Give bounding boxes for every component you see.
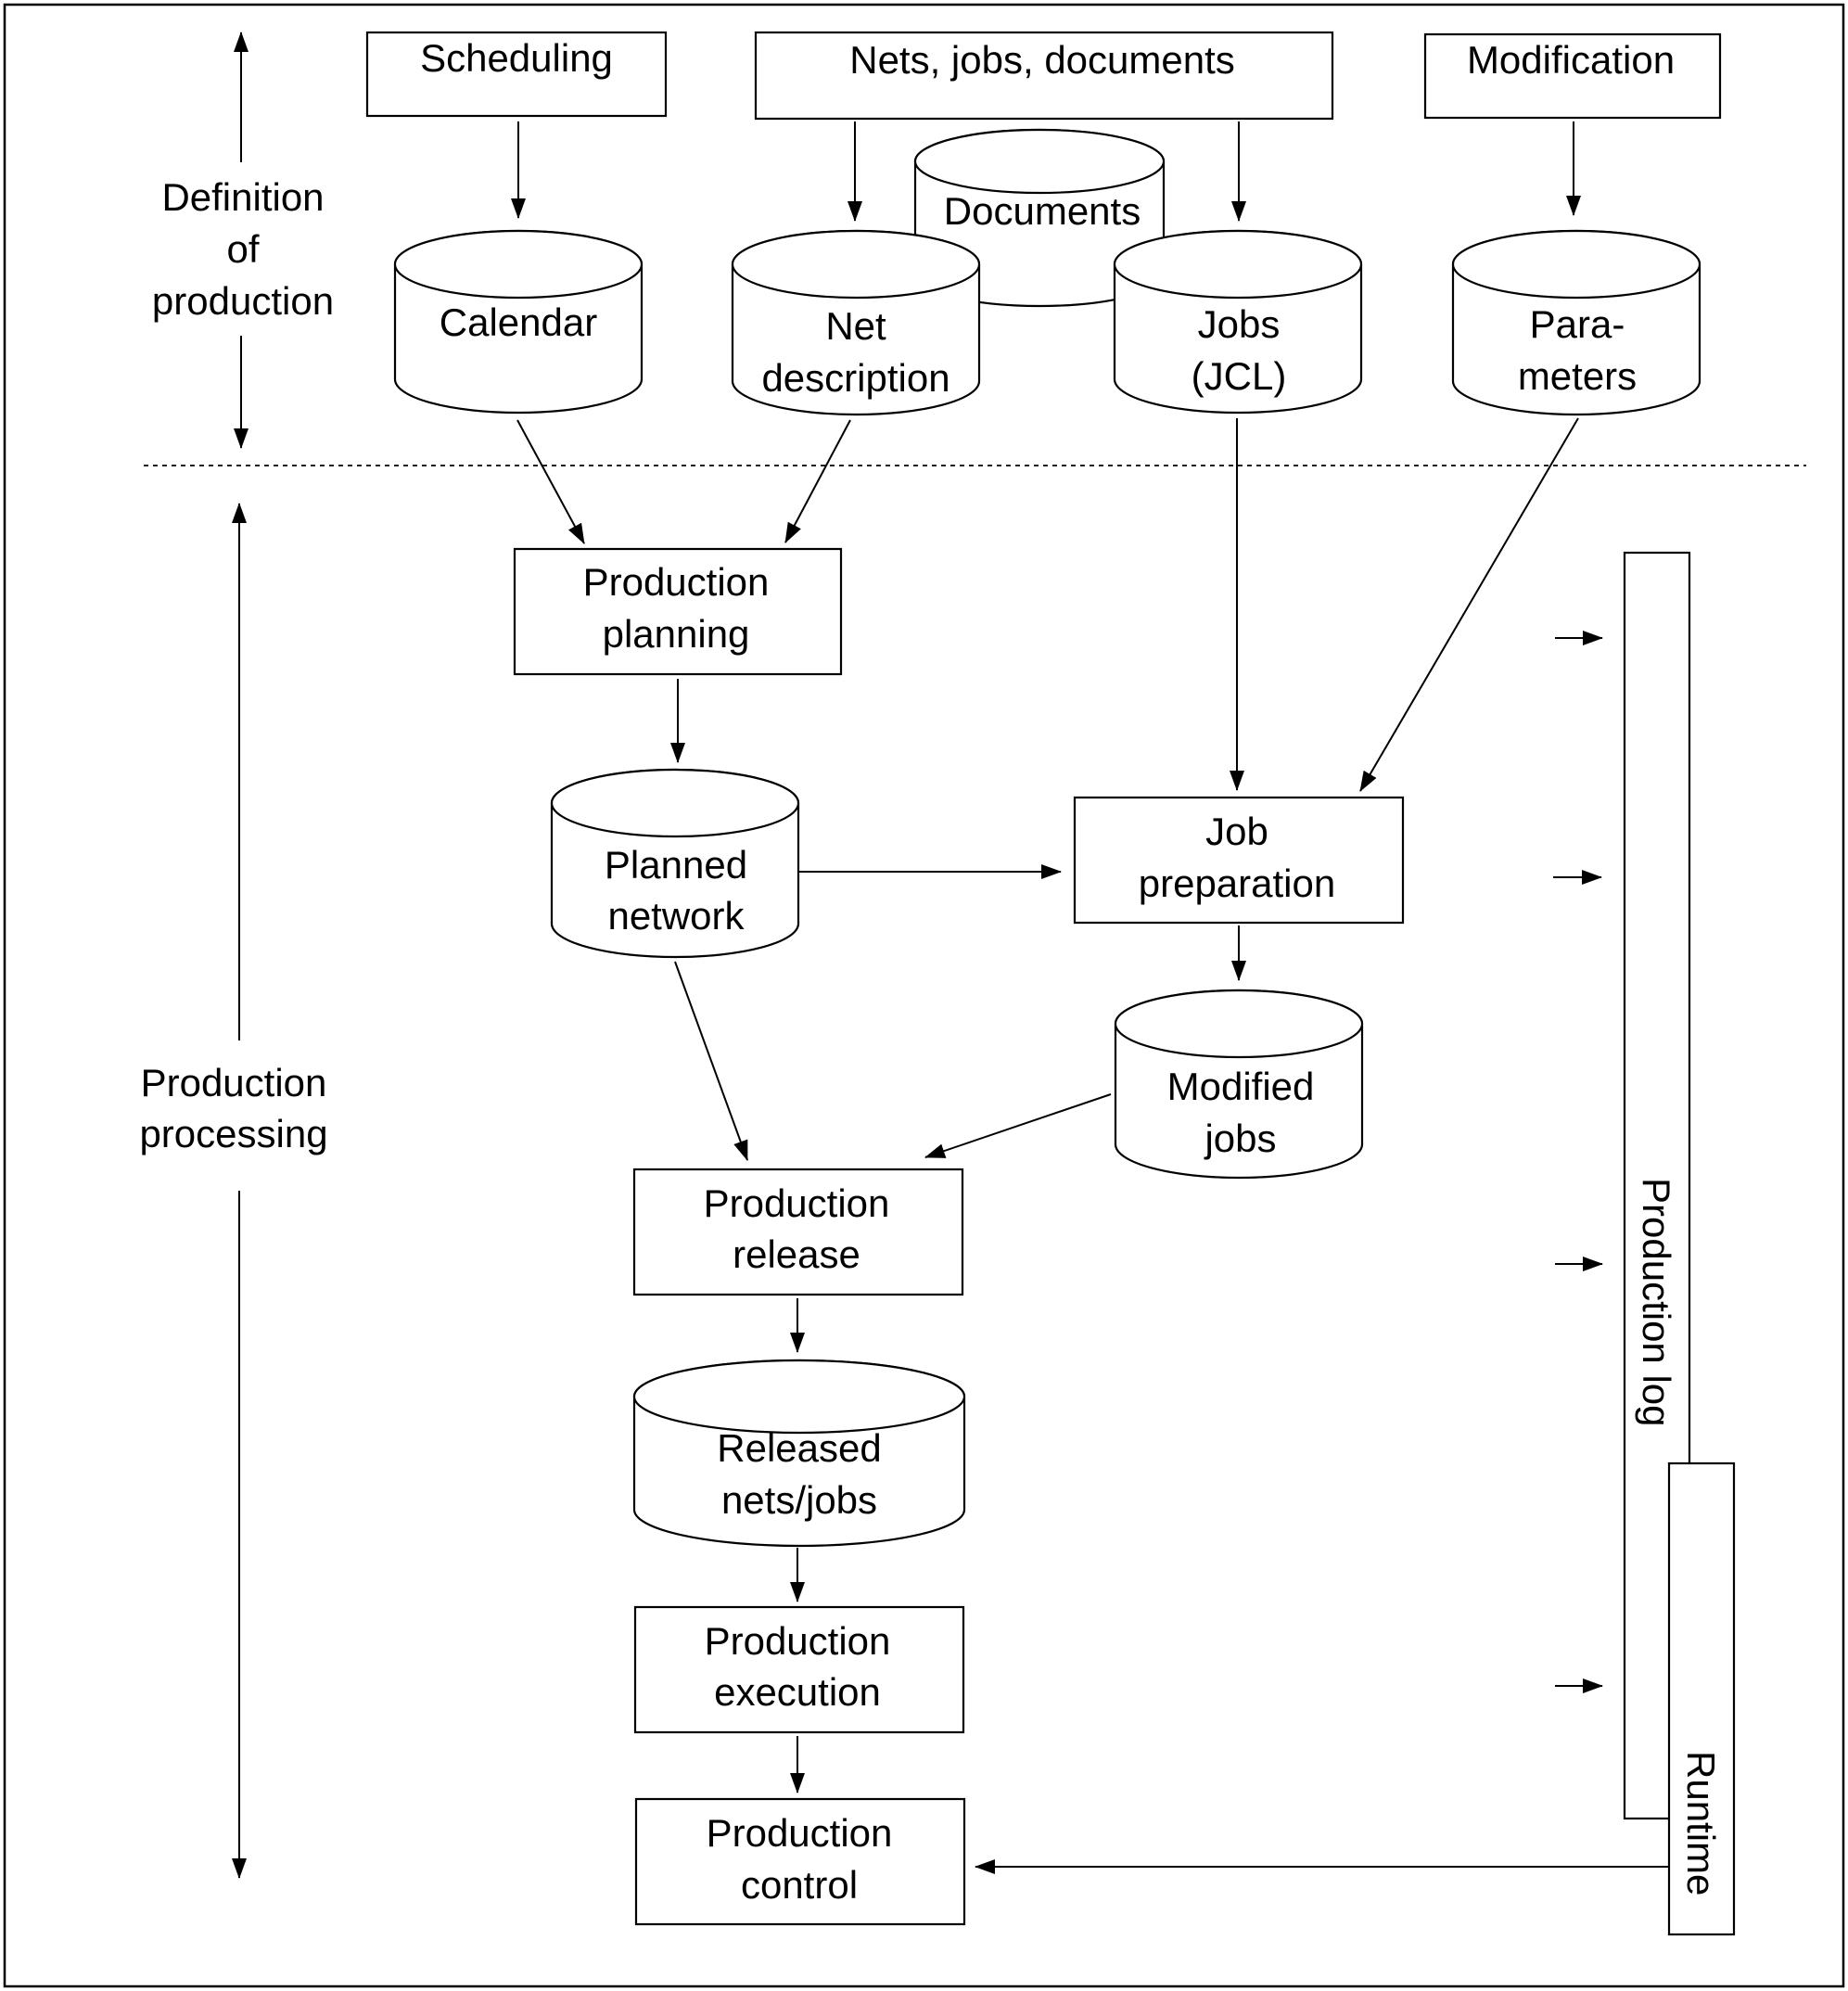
nets-jobs-documents-box: Nets, jobs, documents: [754, 31, 1334, 121]
definition-line-3: production: [152, 279, 334, 323]
definition-of-production-label: Definition of production: [152, 32, 334, 449]
planned-network-database: Planned network: [550, 768, 800, 959]
definition-line-2: of: [226, 227, 259, 271]
jobs-jcl-line-2: (JCL): [1192, 354, 1287, 398]
documents-database: Documents: [913, 128, 1166, 308]
released-nets-jobs-database: Released nets/jobs: [632, 1359, 966, 1548]
production-planning-line-2: planning: [603, 612, 750, 656]
production-release-line-2: release: [733, 1232, 860, 1276]
production-execution-line-1: Production: [705, 1619, 891, 1663]
modified-jobs-line-1: Modified: [1167, 1065, 1315, 1108]
runtime-bar: Runtime: [1667, 1461, 1736, 1936]
arrow-parameters-to-job-preparation: [1359, 417, 1579, 792]
modification-label: Modification: [1467, 38, 1675, 82]
job-preparation-line-1: Job: [1205, 810, 1268, 853]
net-description-line-1: Net: [825, 304, 886, 348]
parameters-line-2: meters: [1518, 354, 1637, 398]
job-preparation-box: Job preparation: [1073, 796, 1405, 925]
nets-jobs-documents-label: Nets, jobs, documents: [849, 38, 1235, 82]
modified-jobs-line-2: jobs: [1203, 1117, 1276, 1160]
arrow-net-description-to-planning: [784, 419, 851, 543]
outer-frame: [3, 3, 1845, 1988]
released-nets-jobs-line-1: Released: [717, 1426, 881, 1470]
definition-line-1: Definition: [161, 175, 324, 219]
net-description-line-2: description: [761, 356, 949, 400]
production-planning-line-1: Production: [583, 560, 770, 604]
modified-jobs-database: Modified jobs: [1114, 989, 1364, 1180]
net-description-database: Net description: [731, 229, 981, 416]
parameters-line-1: Para-: [1530, 302, 1625, 346]
calendar-label: Calendar: [440, 300, 597, 344]
production-release-box: Production release: [632, 1168, 964, 1296]
production-control-box: Production control: [634, 1797, 966, 1926]
production-planning-box: Production planning: [513, 547, 843, 676]
production-execution-line-2: execution: [714, 1670, 881, 1714]
planned-network-line-1: Planned: [605, 843, 747, 887]
production-control-line-2: control: [741, 1863, 858, 1907]
production-release-line-1: Production: [704, 1181, 890, 1225]
jobs-jcl-line-1: Jobs: [1198, 302, 1281, 346]
arrow-modified-jobs-to-release: [924, 1093, 1112, 1158]
production-control-line-1: Production: [707, 1811, 893, 1855]
production-log-label: Production log: [1635, 1178, 1678, 1427]
jobs-jcl-database: Jobs (JCL): [1113, 229, 1363, 415]
documents-label: Documents: [944, 189, 1141, 233]
modification-box: Modification: [1423, 32, 1722, 120]
job-preparation-line-2: preparation: [1139, 861, 1335, 905]
scheduling-label: Scheduling: [420, 36, 613, 80]
production-execution-box: Production execution: [633, 1605, 965, 1734]
arrow-planned-network-to-release: [674, 961, 748, 1161]
runtime-label: Runtime: [1679, 1751, 1723, 1895]
processing-line-1: Production: [141, 1061, 327, 1104]
released-nets-jobs-line-2: nets/jobs: [721, 1478, 877, 1522]
calendar-database: Calendar: [393, 229, 644, 415]
parameters-database: Para- meters: [1451, 229, 1701, 416]
scheduling-box: Scheduling: [365, 31, 668, 118]
processing-line-2: processing: [139, 1112, 327, 1155]
production-processing-label: Production processing: [139, 503, 328, 1879]
arrow-calendar-to-planning: [516, 419, 585, 544]
planned-network-line-2: network: [607, 894, 745, 938]
